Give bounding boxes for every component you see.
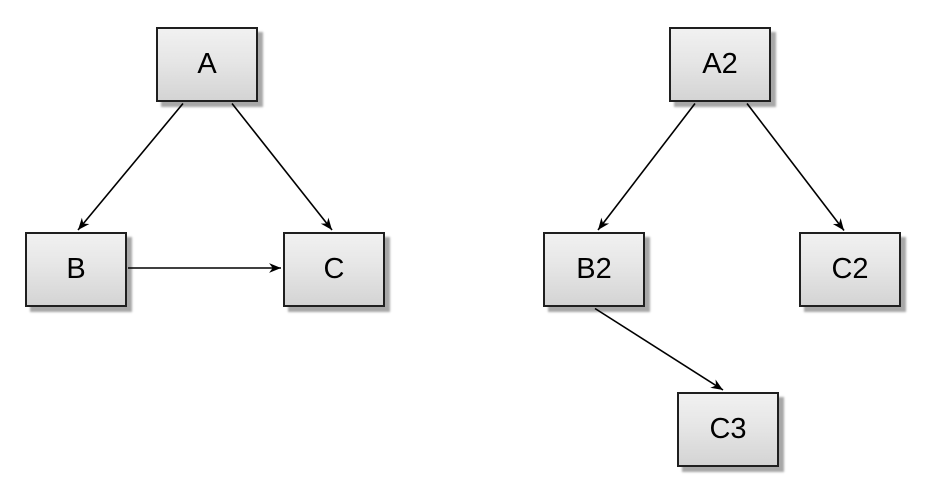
edge-A2-C2 xyxy=(746,103,845,231)
node-B[interactable]: B xyxy=(25,232,127,307)
node-C2[interactable]: C2 xyxy=(799,232,901,307)
node-A2-label: A2 xyxy=(702,48,738,80)
edge-A-B xyxy=(77,102,184,231)
edge-A-C xyxy=(231,103,333,231)
node-A-label: A xyxy=(197,48,217,80)
edge-B2-C3 xyxy=(594,307,724,391)
edge-A2-B2 xyxy=(597,103,696,231)
node-B-label: B xyxy=(66,253,86,285)
node-C[interactable]: C xyxy=(283,232,385,307)
node-B2[interactable]: B2 xyxy=(543,232,645,307)
node-C3-label: C3 xyxy=(709,413,747,445)
node-C3[interactable]: C3 xyxy=(677,392,779,467)
node-A2[interactable]: A2 xyxy=(669,27,771,102)
node-A[interactable]: A xyxy=(156,27,258,102)
node-C-label: C xyxy=(323,253,345,285)
node-B2-label: B2 xyxy=(576,253,612,285)
node-C2-label: C2 xyxy=(831,253,869,285)
